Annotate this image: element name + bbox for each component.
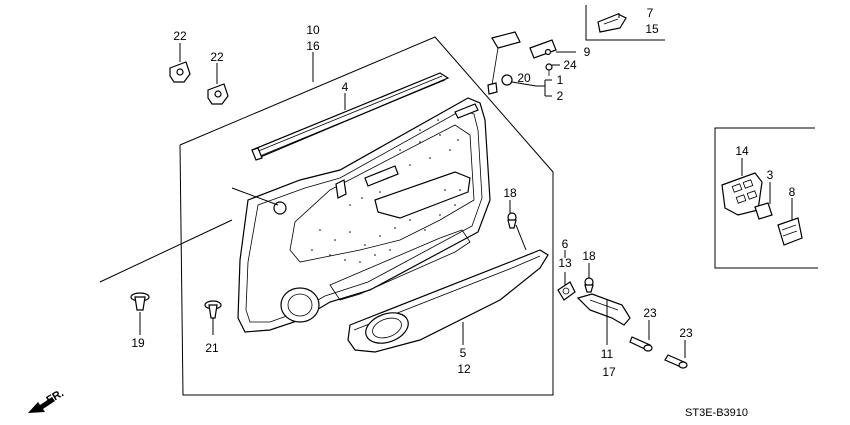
callout-20: 20: [517, 71, 531, 85]
callout-8: 8: [789, 185, 796, 199]
callout-22b: 22: [210, 50, 224, 64]
callout-18a: 18: [503, 186, 517, 200]
callout-6: 6: [562, 237, 569, 251]
callout-22a: 22: [173, 29, 187, 43]
clip-part-20: [487, 31, 521, 95]
callout-11: 11: [601, 347, 614, 361]
front-direction-arrow-icon: FR.: [28, 387, 66, 413]
clip-part-22b: [207, 83, 229, 105]
detail-box-14-3-8: [714, 127, 818, 269]
callout-7: 7: [647, 6, 654, 20]
fastener-part-21: [204, 300, 222, 319]
callout-21: 21: [205, 341, 219, 355]
clip-part-18b: [584, 277, 594, 293]
fastener-part-19: [130, 292, 150, 311]
callout-15: 15: [645, 22, 659, 36]
callout-17: 17: [602, 365, 616, 379]
callout-2: 2: [557, 89, 564, 103]
leader-lines: [99, 13, 793, 358]
assembly-frame: [179, 36, 554, 396]
callout-19: 19: [131, 336, 145, 350]
bracket-part-9: [529, 39, 557, 59]
clip-part-18a: [507, 212, 517, 229]
callout-5: 5: [460, 346, 467, 360]
callout-23b: 23: [679, 326, 693, 340]
screw-part-23a: [629, 336, 653, 352]
screw-part-23b: [664, 354, 688, 369]
screw-part-24: [545, 63, 553, 76]
door-trim-panel: [237, 97, 491, 333]
lower-panel-part-5: [347, 249, 549, 353]
switch-panel-part-14: [721, 172, 763, 216]
callout-10: 10: [306, 23, 320, 37]
diagram-code: ST3E-B3910: [685, 407, 748, 419]
switch-bezel-part-7: [597, 13, 627, 33]
escutcheon-part-6: [557, 281, 576, 301]
callout-24: 24: [563, 58, 577, 72]
direction-label: FR.: [45, 387, 66, 406]
callout-14: 14: [735, 144, 749, 158]
callout-16: 16: [306, 39, 320, 53]
cover-part-8: [777, 217, 803, 246]
callout-12: 12: [457, 362, 471, 376]
callout-9: 9: [584, 45, 591, 59]
door-molding-part-4: [251, 72, 450, 161]
pull-handle-part-11: [576, 293, 631, 326]
callout-4: 4: [342, 80, 349, 94]
switch-part-3: [754, 202, 773, 220]
callout-13: 13: [558, 256, 572, 270]
callout-1: 1: [557, 73, 564, 87]
callout-3: 3: [767, 168, 774, 182]
callout-labels: 22 22 10 16 4 7 15 9 24 20 1 2 14 3 8 18…: [131, 6, 795, 379]
detail-box-7-15: [585, 5, 665, 41]
callout-18b: 18: [582, 249, 596, 263]
callout-23a: 23: [643, 306, 657, 320]
clip-part-22a: [169, 61, 191, 83]
